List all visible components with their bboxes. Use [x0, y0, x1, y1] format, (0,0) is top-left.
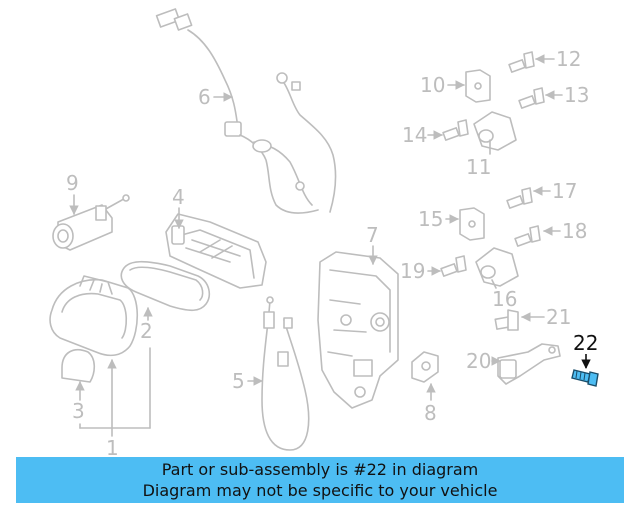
- callout-13: 13: [564, 83, 589, 107]
- part-2-gasket: [120, 260, 211, 312]
- part-13-bolt: [518, 87, 545, 109]
- callout-3: 3: [72, 399, 85, 423]
- callout-11: 11: [466, 155, 491, 179]
- callout-12: 12: [556, 47, 581, 71]
- callout-21: 21: [546, 305, 571, 329]
- info-banner: Part or sub-assembly is #22 in diagram D…: [16, 457, 624, 503]
- callout-20: 20: [466, 349, 491, 373]
- part-18-bolt: [514, 225, 541, 247]
- callout-4: 4: [172, 185, 185, 209]
- part-14-bolt: [442, 119, 469, 141]
- callout-19: 19: [400, 259, 425, 283]
- part-1-outside-handle: [49, 275, 139, 357]
- part-10-striker-plate: [465, 69, 491, 103]
- part-16-striker: [475, 247, 519, 287]
- part-8-bracket: [411, 351, 439, 383]
- callout-10: 10: [420, 73, 445, 97]
- part-4-handle-carrier: [165, 213, 267, 289]
- callout-7: 7: [366, 223, 379, 247]
- part-17-bolt: [506, 187, 533, 209]
- part-15-striker-plate: [459, 207, 485, 241]
- banner-line-1: Part or sub-assembly is #22 in diagram: [161, 460, 479, 479]
- part-11-striker: [473, 111, 517, 151]
- callout-16: 16: [492, 287, 517, 311]
- callout-1: 1: [106, 436, 119, 460]
- callout-8: 8: [424, 401, 437, 425]
- part-12-bolt: [508, 51, 535, 73]
- part-22-bolt-highlighted: [571, 369, 599, 387]
- part-21-bolt: [494, 309, 519, 331]
- part-20-check-link: [497, 343, 561, 385]
- callout-15: 15: [418, 207, 443, 231]
- callout-14: 14: [402, 123, 427, 147]
- part-7-door-latch: [317, 251, 399, 409]
- callout-9: 9: [66, 171, 79, 195]
- part-9-lock-cylinder: [52, 194, 130, 251]
- callout-18: 18: [562, 219, 587, 243]
- callout-17: 17: [552, 179, 577, 203]
- part-5-release-cable: [261, 296, 310, 451]
- callout-5: 5: [232, 369, 245, 393]
- part-3-cap: [61, 348, 96, 383]
- callout-2: 2: [140, 319, 153, 343]
- banner-line-2: Diagram may not be specific to your vehi…: [142, 481, 498, 500]
- part-6-wiring-harness: [155, 8, 337, 214]
- part-19-bolt: [440, 255, 467, 277]
- callout-22: 22: [573, 331, 598, 355]
- callout-6: 6: [198, 85, 211, 109]
